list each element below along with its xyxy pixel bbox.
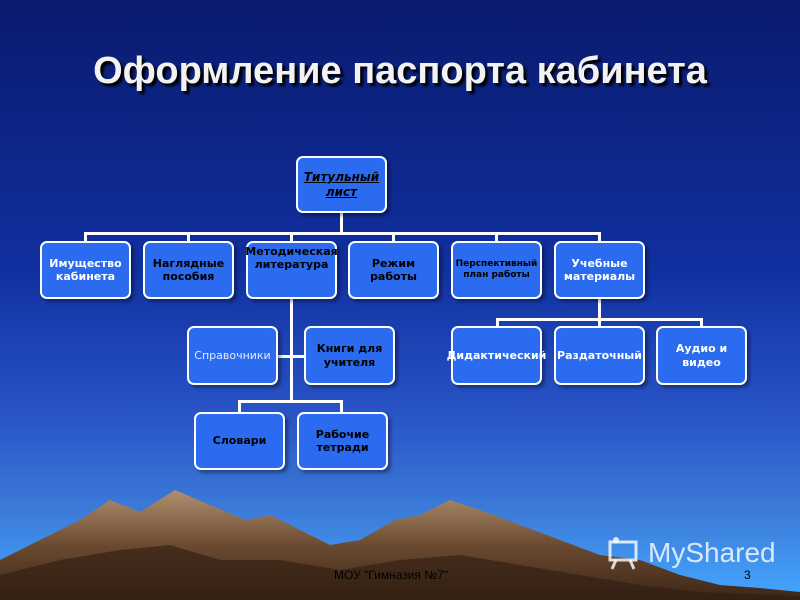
- connector-to-item-1: [84, 232, 87, 244]
- connector-to-item-6: [598, 232, 601, 244]
- node-workbooks: Рабочие тетради: [297, 412, 388, 470]
- connector-to-dictionaries: [238, 400, 241, 414]
- node-work-schedule: Режим работы: [348, 241, 439, 299]
- node-audio-video: Аудио и видео: [656, 326, 747, 385]
- node-learning-materials: Учебные материалы: [554, 241, 645, 299]
- connector-to-item-5: [495, 232, 498, 244]
- connector-to-item-2: [187, 232, 190, 244]
- watermark-text: MyShared: [648, 537, 776, 568]
- presentation-icon: [608, 537, 638, 570]
- node-teacher-books: Книги для учителя: [304, 326, 395, 385]
- connector-to-didactic: [496, 318, 499, 328]
- myshared-watermark: MyShared: [606, 536, 776, 570]
- connector-to-item-3: [290, 232, 293, 244]
- connector-level1-bar: [84, 232, 601, 235]
- connector-methodical-trunk: [290, 298, 293, 402]
- footer-school: МОУ "Гимназия №7": [334, 568, 449, 582]
- connector-materials-down: [598, 298, 601, 320]
- node-dictionaries: Словари: [194, 412, 285, 470]
- node-reference-books: Справочники: [187, 326, 278, 385]
- node-work-plan: Перспективный план работы: [451, 241, 542, 299]
- node-handout: Раздаточный: [554, 326, 645, 385]
- page-number: 3: [744, 568, 751, 582]
- connector-to-handout: [598, 318, 601, 328]
- connector-root-down: [340, 212, 343, 234]
- connector-to-audio-video: [700, 318, 703, 328]
- slide-title: Оформление паспорта кабинета: [93, 50, 707, 92]
- node-title-page: Титульный лист: [296, 156, 387, 213]
- connector-to-workbooks: [340, 400, 343, 414]
- node-visual-aids: Наглядные пособия: [143, 241, 234, 299]
- connector-to-item-4: [392, 232, 395, 244]
- connector-lower-bar: [238, 400, 343, 403]
- node-didactic: Дидактический: [447, 326, 546, 385]
- connector-reference-branch: [277, 355, 307, 358]
- node-property: Имущество кабинета: [40, 241, 131, 299]
- node-methodical-literature: Методическая литература: [245, 241, 338, 299]
